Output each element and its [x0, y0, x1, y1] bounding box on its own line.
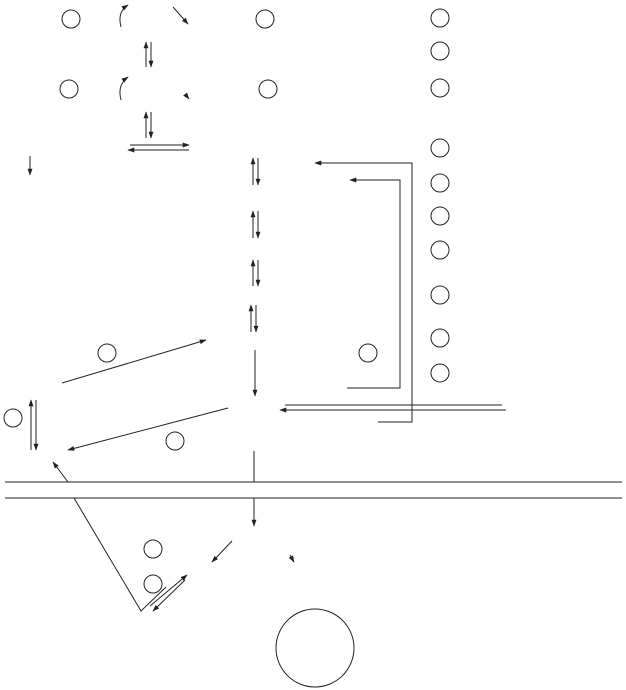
node-circle: [165, 431, 185, 451]
diagonal-arrow: [61, 339, 207, 384]
large-circle: [275, 608, 355, 688]
curved-arrow: [119, 4, 129, 28]
node-circle: [255, 9, 275, 29]
diagonal-arrow: [149, 574, 188, 607]
diagonal-arrow: [172, 6, 189, 25]
node-circle: [258, 79, 278, 99]
node-circle: [430, 363, 450, 383]
node-circle: [61, 9, 81, 29]
diagonal-arrow: [52, 461, 69, 483]
diagonal-arrow: [211, 540, 233, 563]
node-circle: [3, 408, 23, 428]
node-circle: [430, 41, 450, 61]
diagonal-arrow: [288, 554, 295, 563]
node-circle: [143, 574, 163, 594]
node-circle: [59, 79, 79, 99]
node-circle: [430, 240, 450, 260]
node-circle: [430, 138, 450, 158]
bracket-path-outer: [314, 160, 413, 423]
node-circle: [430, 285, 450, 305]
node-circle: [430, 328, 450, 348]
node-circle: [430, 206, 450, 226]
v-path: [73, 497, 167, 612]
diagonal-arrow: [152, 579, 186, 612]
node-circle: [430, 78, 450, 98]
node-circle: [430, 173, 450, 193]
diagonal-arrow: [183, 92, 190, 100]
node-circle: [430, 8, 450, 28]
node-circle: [97, 343, 117, 363]
diagonal-arrow: [67, 407, 229, 451]
node-circle: [358, 343, 378, 363]
bracket-path-inner: [347, 177, 401, 389]
curved-arrow: [119, 76, 129, 101]
node-circle: [143, 539, 163, 559]
